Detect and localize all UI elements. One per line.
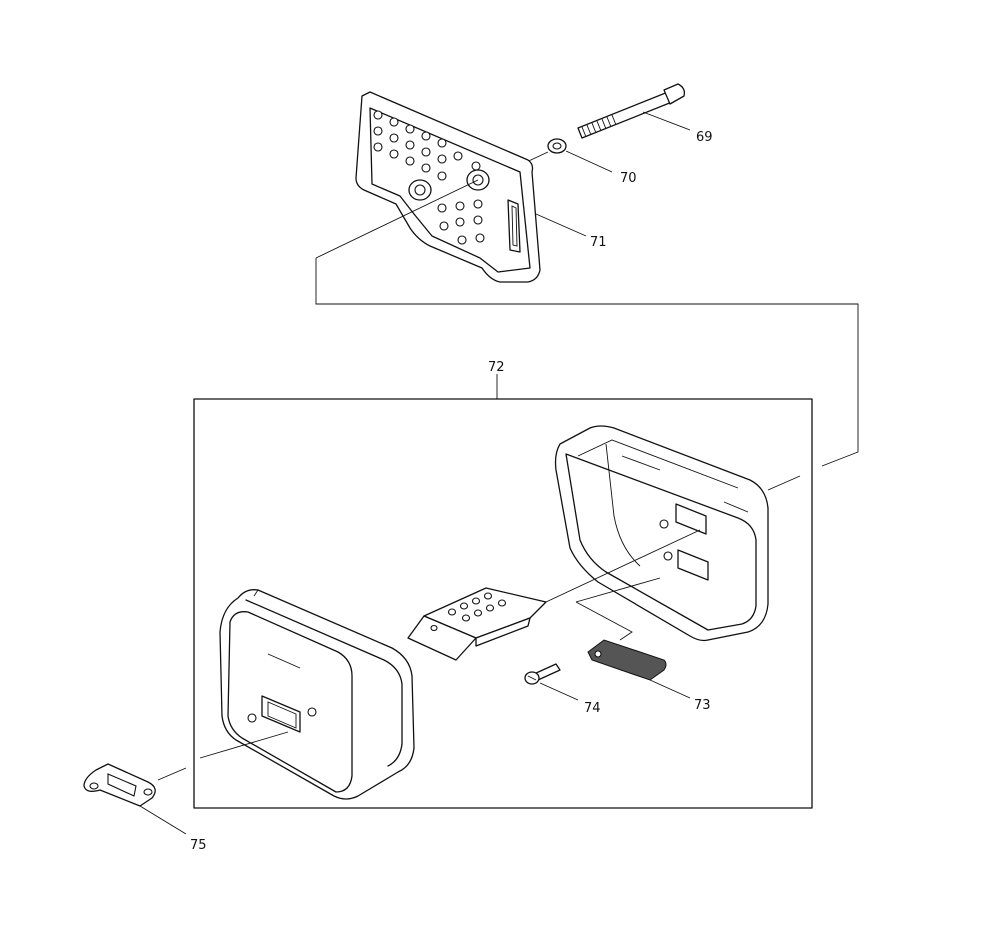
part-74-screw [524, 663, 579, 701]
callout-75: 75 [190, 838, 207, 853]
muffler-baffle [407, 529, 701, 661]
muffler-front-cover [199, 589, 415, 800]
part-71-cover-plate [355, 91, 587, 283]
callout-71: 71 [590, 235, 607, 250]
callout-73: 73 [694, 698, 711, 713]
part-75-gasket [83, 763, 187, 835]
vent-holes [373, 110, 485, 245]
callout-72: 72 [488, 360, 505, 375]
callout-74: 74 [584, 701, 601, 716]
part-69-bolt [577, 83, 691, 139]
callout-70: 70 [620, 171, 637, 186]
callout-69: 69 [696, 130, 713, 145]
muffler-rear-shell [554, 425, 769, 642]
assembly-guide-lines [315, 179, 859, 491]
part-70-washer [519, 138, 613, 173]
part-72-assembly-frame [193, 374, 813, 809]
part-73-spark-screen [575, 577, 691, 699]
